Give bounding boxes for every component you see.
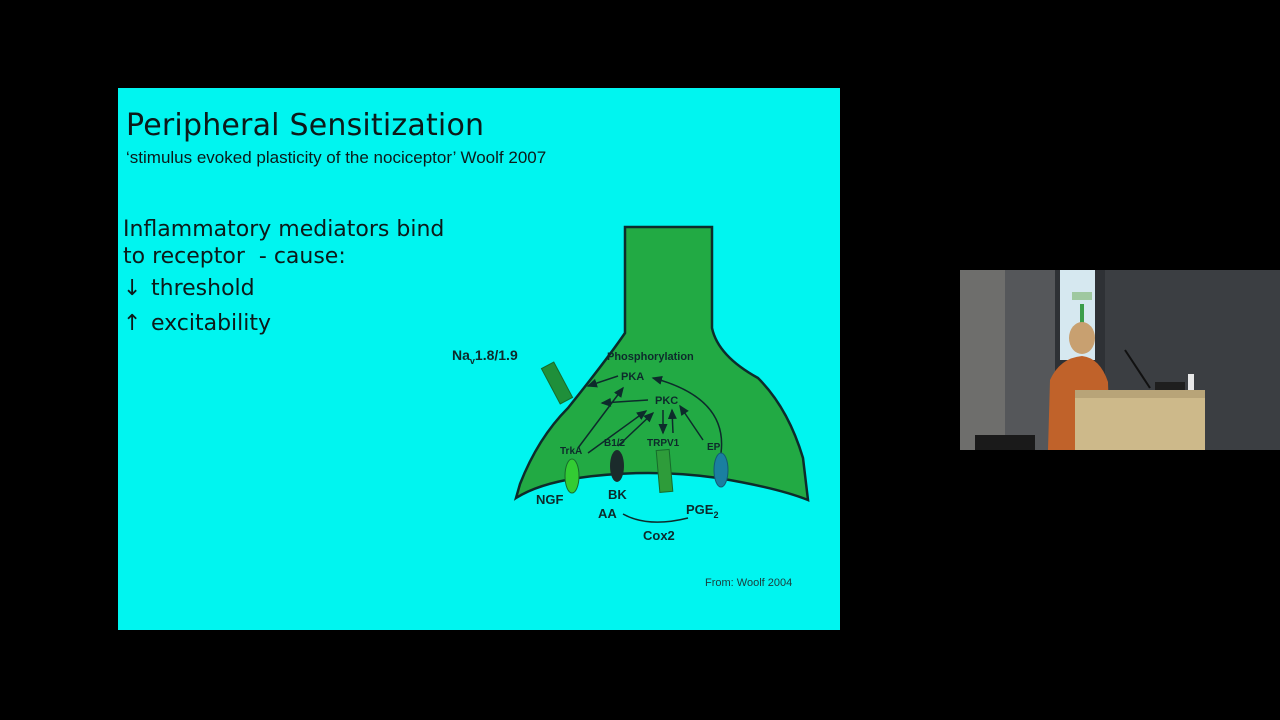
signaling-arrows (577, 375, 723, 523)
slide-body: Inflammatory mediators bind to receptor … (123, 216, 444, 270)
trpv1-receptor (655, 448, 674, 493)
nav-label: Nav1.8/1.9 (452, 347, 518, 366)
body-line-2: to receptor - cause: (123, 244, 346, 269)
ep-label: EP (707, 442, 721, 453)
up-arrow-icon: ↑ (123, 311, 142, 336)
presentation-slide: Peripheral Sensitization ‘stimulus evoke… (118, 88, 840, 630)
trka-label: TrkA (560, 446, 582, 457)
speaker-video-thumbnail[interactable] (960, 270, 1280, 450)
nociceptor-diagram: Nav1.8/1.9 Phosphorylation PKA PKC TrkA … (452, 225, 810, 543)
speaker-scene (960, 270, 1280, 450)
pge2-label: PGE2 (686, 502, 718, 520)
ngf-label: NGF (536, 492, 564, 507)
neuron-terminal-shape (513, 225, 810, 502)
bullet-text: threshold (151, 276, 255, 301)
bk-label: BK (608, 487, 627, 502)
body-line-1: Inflammatory mediators bind (123, 217, 445, 242)
b12-label: B1/2 (604, 438, 626, 449)
phosphorylation-label: Phosphorylation (607, 351, 694, 363)
bullet-excitability: ↑ excitability (123, 311, 271, 336)
b12-receptor (610, 450, 624, 482)
trpv1-label: TRPV1 (647, 438, 680, 449)
bullet-threshold: ↓ threshold (123, 276, 255, 301)
down-arrow-icon: ↓ (123, 276, 142, 301)
slide-title: Peripheral Sensitization (126, 108, 485, 143)
bullet-text: excitability (151, 311, 272, 336)
trka-receptor (564, 458, 580, 494)
ep-receptor (713, 452, 729, 488)
figure-credit: From: Woolf 2004 (705, 577, 793, 589)
pkc-label: PKC (655, 395, 678, 407)
slide-subtitle: ‘stimulus evoked plasticity of the nocic… (126, 148, 547, 167)
aa-label: AA (598, 506, 617, 521)
pka-label: PKA (621, 371, 644, 383)
cox2-label: Cox2 (643, 528, 675, 543)
nav-channel (540, 361, 574, 405)
